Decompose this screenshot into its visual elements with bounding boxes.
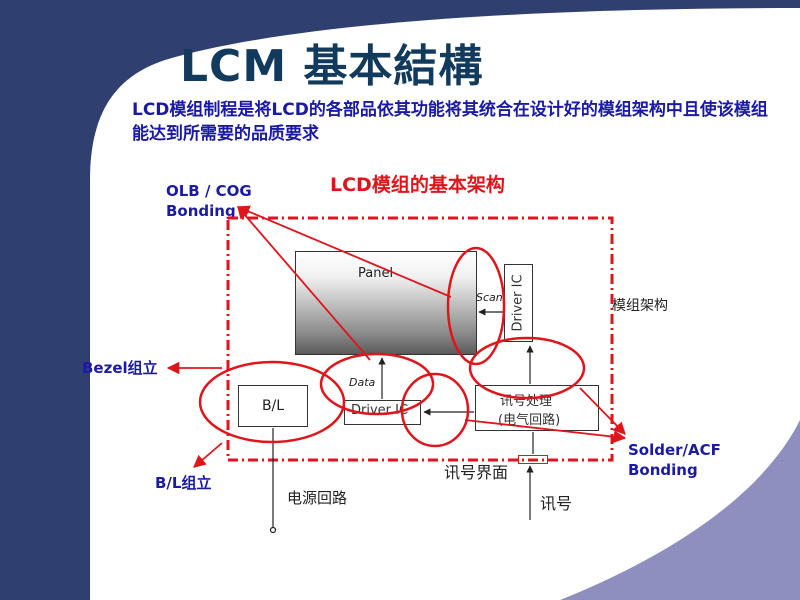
solder-acf-pointer-2 [464,419,627,443]
solder-acf-label-line1: Solder/ACF [628,441,721,459]
olb-cog-pointer-1 [236,205,452,298]
bl-assembly-label: B/L组立 [155,474,212,492]
olb-cog-label-line2: Bonding [166,202,236,220]
bl-assembly-pointer [193,442,223,468]
olb-cog-pointer-2 [237,206,371,361]
backlight-highlight-ellipse [198,360,346,444]
solder-acf-label-line2: Bonding [628,461,698,479]
signal-processing-label-line2: (电气回路) [498,413,561,428]
module-boundary-dashed-frame [226,216,614,462]
data-driver-ic-box [344,400,421,425]
slide-title: LCM 基本結構 [180,41,484,92]
power-terminal [269,526,277,534]
scan-driver-ic-box [504,264,533,342]
signal-interface-label: 讯号界面 [444,463,509,482]
module-structure-label: 模组架构 [612,298,668,314]
intro-text: LCD模组制程是将LCD的各部品依其功能将其统合在设计好的模组架构中且使该模组能… [132,100,768,144]
olb-cog-bonding-label: OLB / COG Bonding [166,181,252,221]
data-signal-label: Data [349,376,376,389]
solder-acf-pointer-1 [579,387,626,435]
power-circuit-label: 电源回路 [287,489,348,507]
data-bonding-highlight-ellipse [319,352,435,416]
bezel-assembly-label: Bezel组立 [82,359,158,377]
solder-acf-bonding-label: Solder/ACF Bonding [628,440,721,480]
data-pcb-bonding-highlight-ellipse [400,372,470,448]
diagram-title: LCD模组的基本架构 [330,174,505,196]
signal-input-label: 讯号 [540,494,573,513]
scan-pcb-bonding-highlight-ellipse [468,336,586,400]
scan-signal-label: Scan [476,291,503,304]
scan-bonding-highlight-ellipse [446,246,506,366]
backlight-box: B/L [238,385,308,427]
backlight-label: B/L [261,398,285,414]
olb-cog-label-line1: OLB / COG [166,182,252,200]
